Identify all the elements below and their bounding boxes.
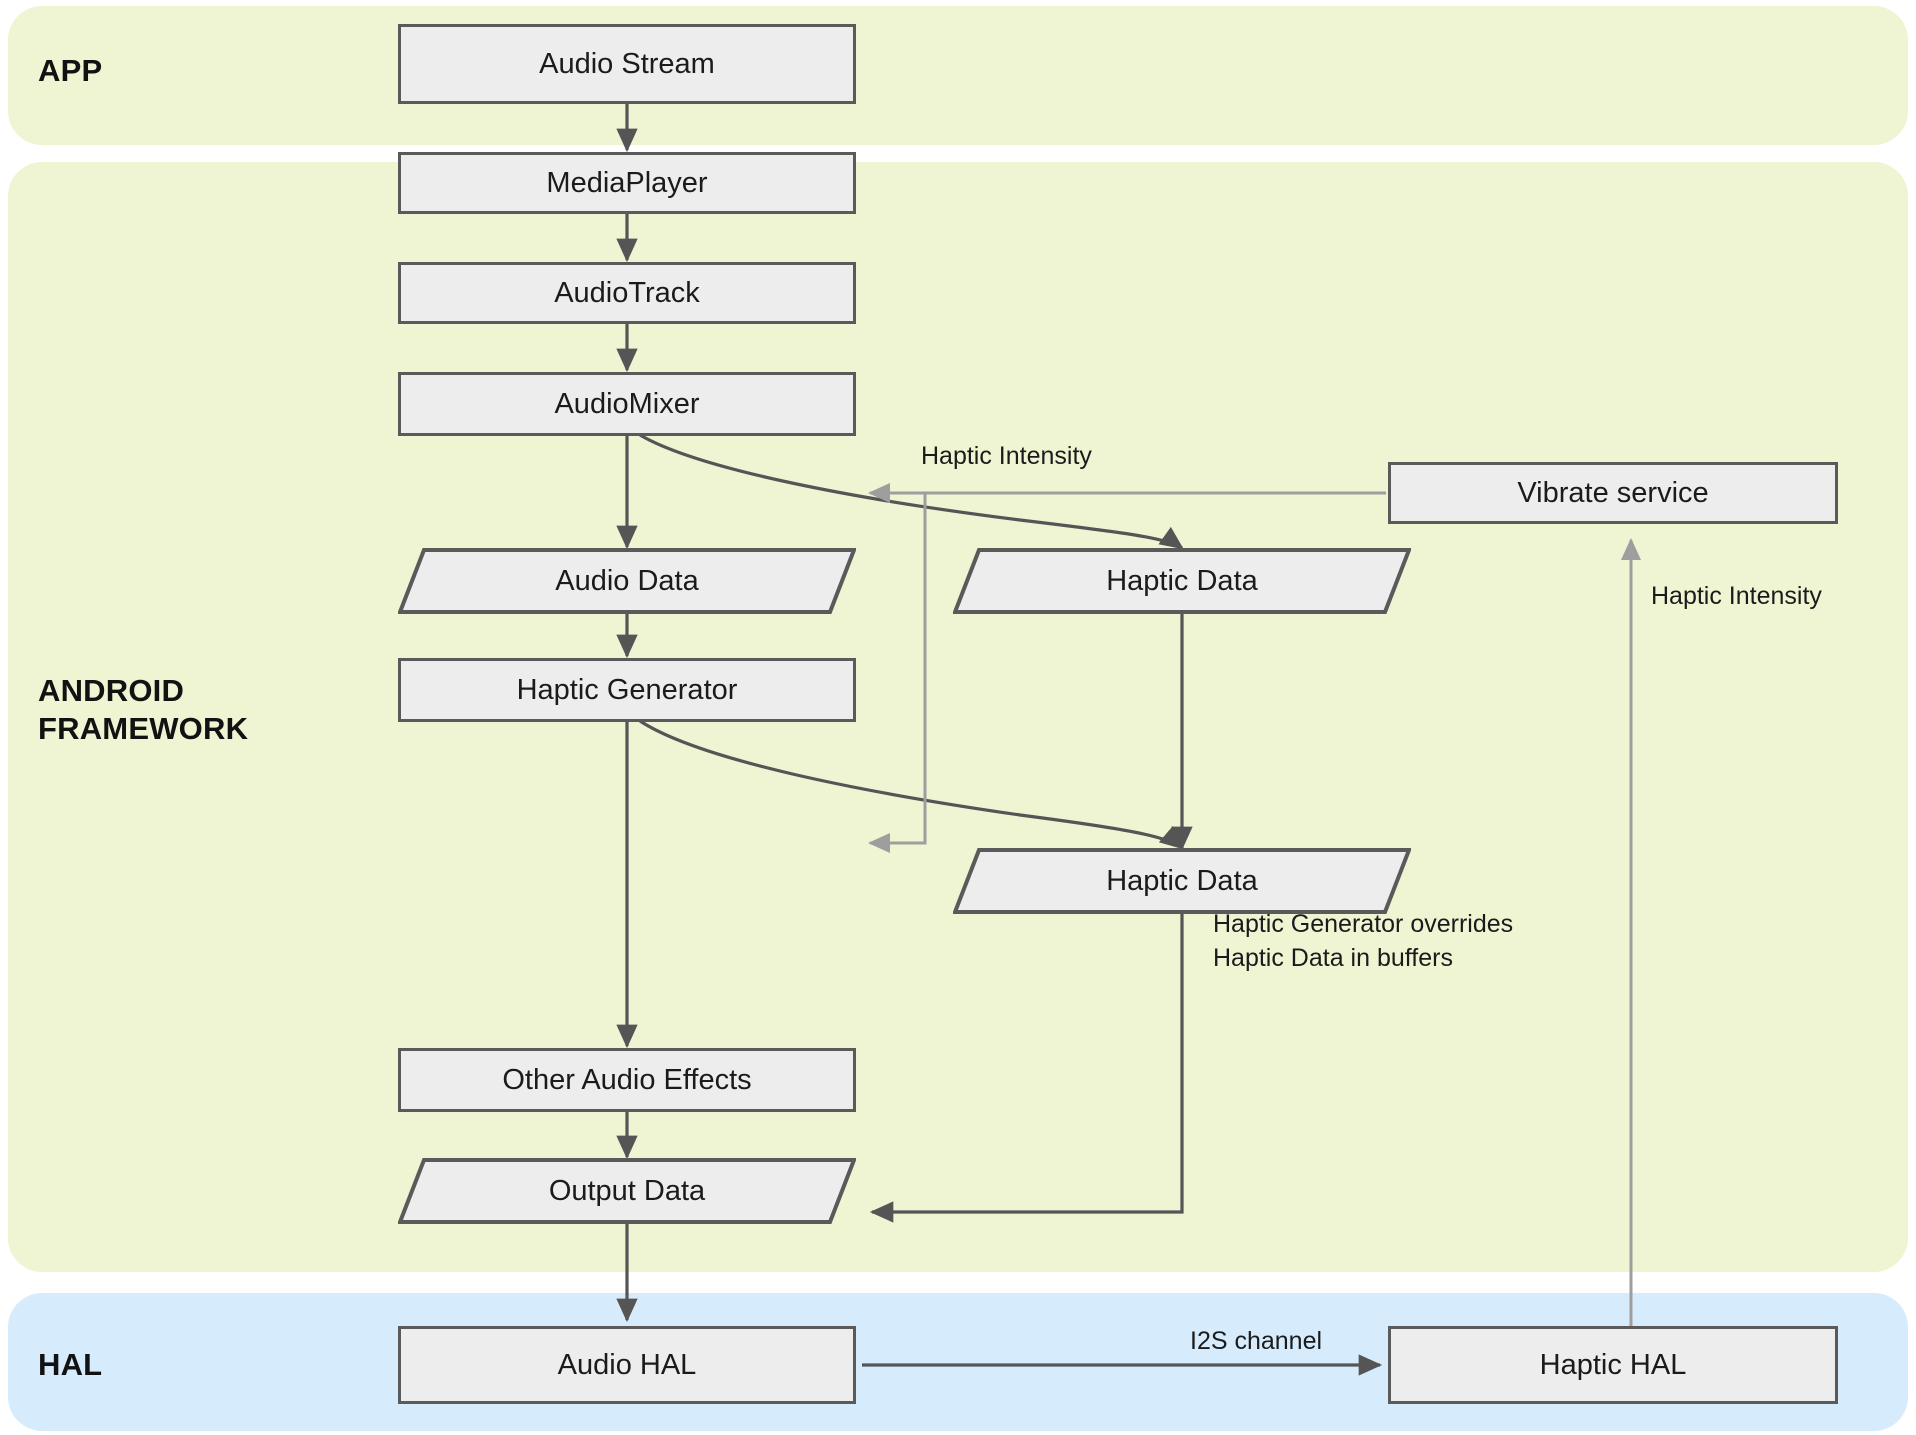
node-mediaplayer-label: MediaPlayer [546,166,708,199]
audio-data-shape [398,548,856,614]
node-haptic-hal[interactable]: Haptic HAL [1388,1326,1838,1404]
edge-label-haptic-intensity-vibrate: Haptic Intensity [1651,582,1822,610]
node-haptic-hal-label: Haptic HAL [1539,1348,1687,1381]
edge-label-haptic-intensity-mixer: Haptic Intensity [921,442,1092,470]
node-vibrate-service[interactable]: Vibrate service [1388,462,1838,524]
node-haptic-generator[interactable]: Haptic Generator [398,658,856,722]
node-audiomixer-label: AudioMixer [554,387,700,420]
layer-label-android-framework: ANDROID FRAMEWORK [38,673,249,746]
haptic-data-1-shape [953,548,1411,614]
node-haptic-data-2[interactable]: Haptic Data [953,848,1411,914]
node-other-audio-effects[interactable]: Other Audio Effects [398,1048,856,1112]
haptic-data-2-shape [953,848,1411,914]
node-audiotrack[interactable]: AudioTrack [398,262,856,324]
node-audio-stream[interactable]: Audio Stream [398,24,856,104]
node-audio-hal-label: Audio HAL [557,1348,697,1381]
output-data-shape [398,1158,856,1224]
node-haptic-data-1[interactable]: Haptic Data [953,548,1411,614]
node-audio-data[interactable]: Audio Data [398,548,856,614]
edge-label-i2s-channel: I2S channel [1190,1327,1323,1355]
node-mediaplayer[interactable]: MediaPlayer [398,152,856,214]
node-audiomixer[interactable]: AudioMixer [398,372,856,436]
node-other-audio-effects-label: Other Audio Effects [502,1063,752,1096]
node-audio-stream-label: Audio Stream [539,47,715,80]
edge-label-override-note: Haptic Generator overrides Haptic Data i… [1213,910,1514,972]
node-audio-hal[interactable]: Audio HAL [398,1326,856,1404]
layer-label-app: APP [38,53,103,88]
node-audiotrack-label: AudioTrack [554,276,700,309]
node-output-data[interactable]: Output Data [398,1158,856,1224]
layer-panel-app [8,6,1908,145]
node-haptic-generator-label: Haptic Generator [516,673,738,706]
layer-panel-android-framework [8,162,1908,1272]
node-vibrate-service-label: Vibrate service [1517,476,1709,509]
layer-label-hal: HAL [38,1347,103,1382]
